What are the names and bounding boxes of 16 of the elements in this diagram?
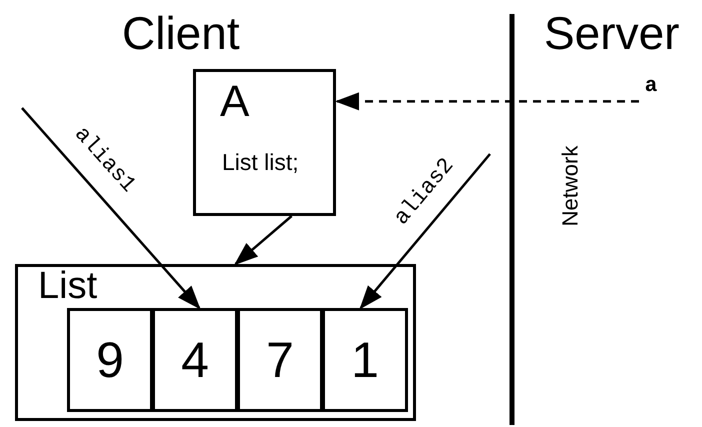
box-heading: A — [220, 80, 250, 124]
arrow — [21, 107, 201, 310]
variable-name: a — [640, 76, 662, 98]
section-heading: Server — [544, 10, 680, 56]
list-box — [15, 264, 416, 421]
array-cell: 9 — [67, 308, 153, 412]
dashed-arrow — [335, 92, 639, 110]
section-heading: Client — [122, 10, 240, 56]
arrow — [234, 215, 292, 266]
box-heading: List — [38, 267, 98, 305]
array-cell: 7 — [237, 308, 323, 412]
array-cell: 1 — [322, 308, 408, 412]
array-cell: 4 — [152, 308, 238, 412]
arrow — [359, 153, 491, 310]
class-box — [193, 69, 336, 216]
code-text: List list; — [222, 151, 299, 174]
